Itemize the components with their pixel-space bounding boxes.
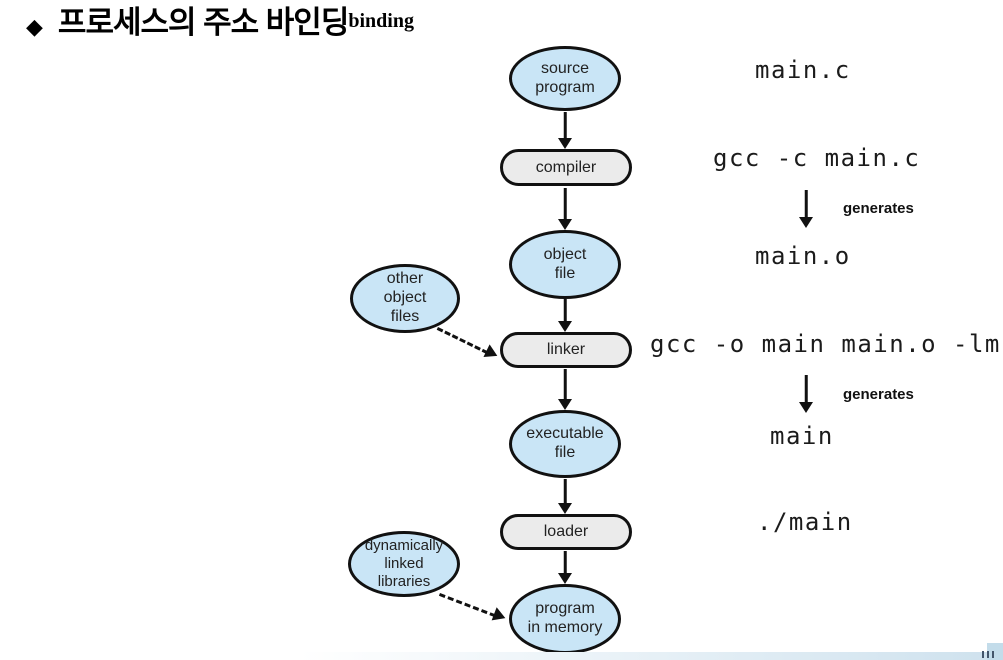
node-source-program: source program — [509, 46, 621, 111]
node-label: other — [386, 270, 424, 288]
flow-arrow — [557, 479, 573, 514]
node-object-file: object file — [509, 230, 621, 299]
generates-label: generates — [843, 386, 914, 403]
footer-gradient-strip — [300, 652, 987, 660]
command-gcc-c: gcc -c main.c — [713, 144, 921, 172]
node-label: object — [543, 245, 587, 263]
flow-arrow — [557, 188, 573, 230]
node-program-in-memory: program in memory — [509, 584, 621, 654]
diamond-bullet-icon: ◆ — [26, 14, 43, 39]
node-executable-file: executable file — [509, 410, 621, 478]
node-label: object — [383, 289, 427, 307]
footer-corner-block — [987, 643, 1003, 660]
dashed-arrow-dynamically-linked-libraries — [437, 586, 508, 626]
dashed-arrow-other-object-files — [434, 320, 501, 363]
command-gcc-o: gcc -o main main.o -lm — [650, 330, 1001, 358]
generates-arrow — [798, 375, 814, 413]
node-label: dynamically — [364, 537, 444, 555]
node-label: loader — [543, 523, 589, 540]
generates-label: generates — [843, 200, 914, 217]
flow-arrow — [557, 299, 573, 332]
node-label: in memory — [527, 619, 603, 636]
node-compiler: compiler — [500, 149, 632, 186]
node-label: source — [540, 59, 590, 77]
node-label: program — [535, 600, 595, 618]
page-title: ◆ 프로세스의 주소 바인딩 binding — [26, 5, 414, 40]
node-label: compiler — [535, 158, 597, 176]
node-label: libraries — [377, 572, 431, 590]
node-label: program — [535, 78, 595, 96]
command-run-main: ./main — [757, 508, 853, 536]
command-main-o: main.o — [755, 242, 851, 270]
title-superscript: binding — [348, 10, 414, 32]
node-linker: linker — [500, 332, 632, 368]
node-label: files — [390, 307, 420, 325]
node-other-object-files: other object files — [350, 264, 460, 333]
footer-tick-marks — [982, 651, 994, 658]
node-label: linked — [384, 555, 424, 573]
node-label: file — [554, 264, 576, 282]
title-text: 프로세스의 주소 바인딩 — [57, 5, 349, 40]
node-loader: loader — [500, 514, 632, 550]
command-main-c: main.c — [755, 56, 851, 84]
flow-arrow — [557, 112, 573, 149]
node-label: linker — [546, 341, 586, 358]
node-dynamically-linked-libraries: dynamically linked libraries — [348, 531, 460, 597]
flow-arrow — [557, 551, 573, 584]
command-main: main — [770, 422, 834, 450]
node-label: file — [554, 444, 576, 461]
flow-arrow — [557, 369, 573, 410]
node-label: executable — [526, 425, 604, 443]
generates-arrow — [798, 190, 814, 228]
